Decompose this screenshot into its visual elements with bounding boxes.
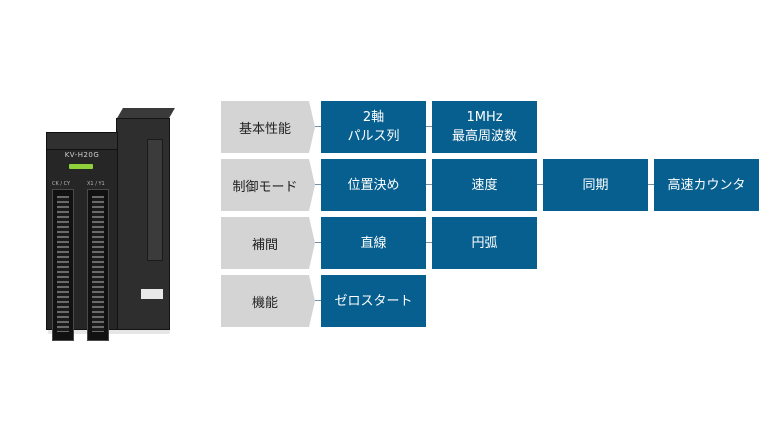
feature-cell-text: パルス列 [347, 129, 400, 144]
product-side-panel [116, 118, 170, 330]
feature-cell: ゼロスタート [321, 275, 426, 327]
feature-cell-text: 直線 [360, 235, 387, 251]
feature-cell-text: 位置決め [347, 177, 400, 193]
port-label-left: CK / CY [52, 181, 71, 187]
product-model-label: KV-H20G [64, 151, 100, 159]
product-image: KV-H20G CK / CY X1 / Y1 [46, 100, 176, 341]
status-led [69, 164, 93, 169]
connector-right [87, 189, 109, 341]
feature-cell: 高速カウンタ [654, 159, 759, 211]
product-body: KV-H20G CK / CY X1 / Y1 [46, 108, 175, 341]
connector-left [52, 189, 74, 341]
feature-cell-text: ゼロスタート [334, 293, 413, 309]
feature-cell: 円弧 [432, 217, 537, 269]
feature-cell: 2軸パルス列 [321, 101, 426, 153]
feature-cell: 位置決め [321, 159, 426, 211]
connector-line [315, 242, 537, 243]
feature-category-label: 補間 [221, 217, 315, 269]
product-front-cap [47, 133, 117, 150]
feature-cell: 直線 [321, 217, 426, 269]
feature-cell-text: 最高周波数 [451, 129, 517, 144]
feature-category-label: 機能 [221, 275, 315, 327]
feature-cell-text: 同期 [582, 177, 609, 193]
product-front-panel: KV-H20G CK / CY X1 / Y1 [46, 132, 118, 341]
product-side-ridge [147, 139, 163, 261]
connector-line [315, 184, 759, 185]
feature-category-label: 基本性能 [221, 101, 315, 153]
connector-pins [92, 196, 104, 332]
feature-cell: 同期 [543, 159, 648, 211]
feature-cell-text: 2軸 [362, 110, 385, 125]
connector-pins [57, 196, 69, 332]
feature-cell-text: 1MHz [466, 110, 503, 125]
feature-cell: 速度 [432, 159, 537, 211]
feature-cell-text: 高速カウンタ [667, 177, 746, 193]
feature-cell-text: 円弧 [471, 235, 498, 251]
connector-line [315, 126, 537, 127]
feature-cell-text: 速度 [471, 177, 498, 193]
feature-cell: 1MHz 最高周波数 [432, 101, 537, 153]
product-sticker [141, 289, 163, 299]
port-label-right: X1 / Y1 [87, 181, 105, 187]
feature-category-label: 制御モード [221, 159, 315, 211]
